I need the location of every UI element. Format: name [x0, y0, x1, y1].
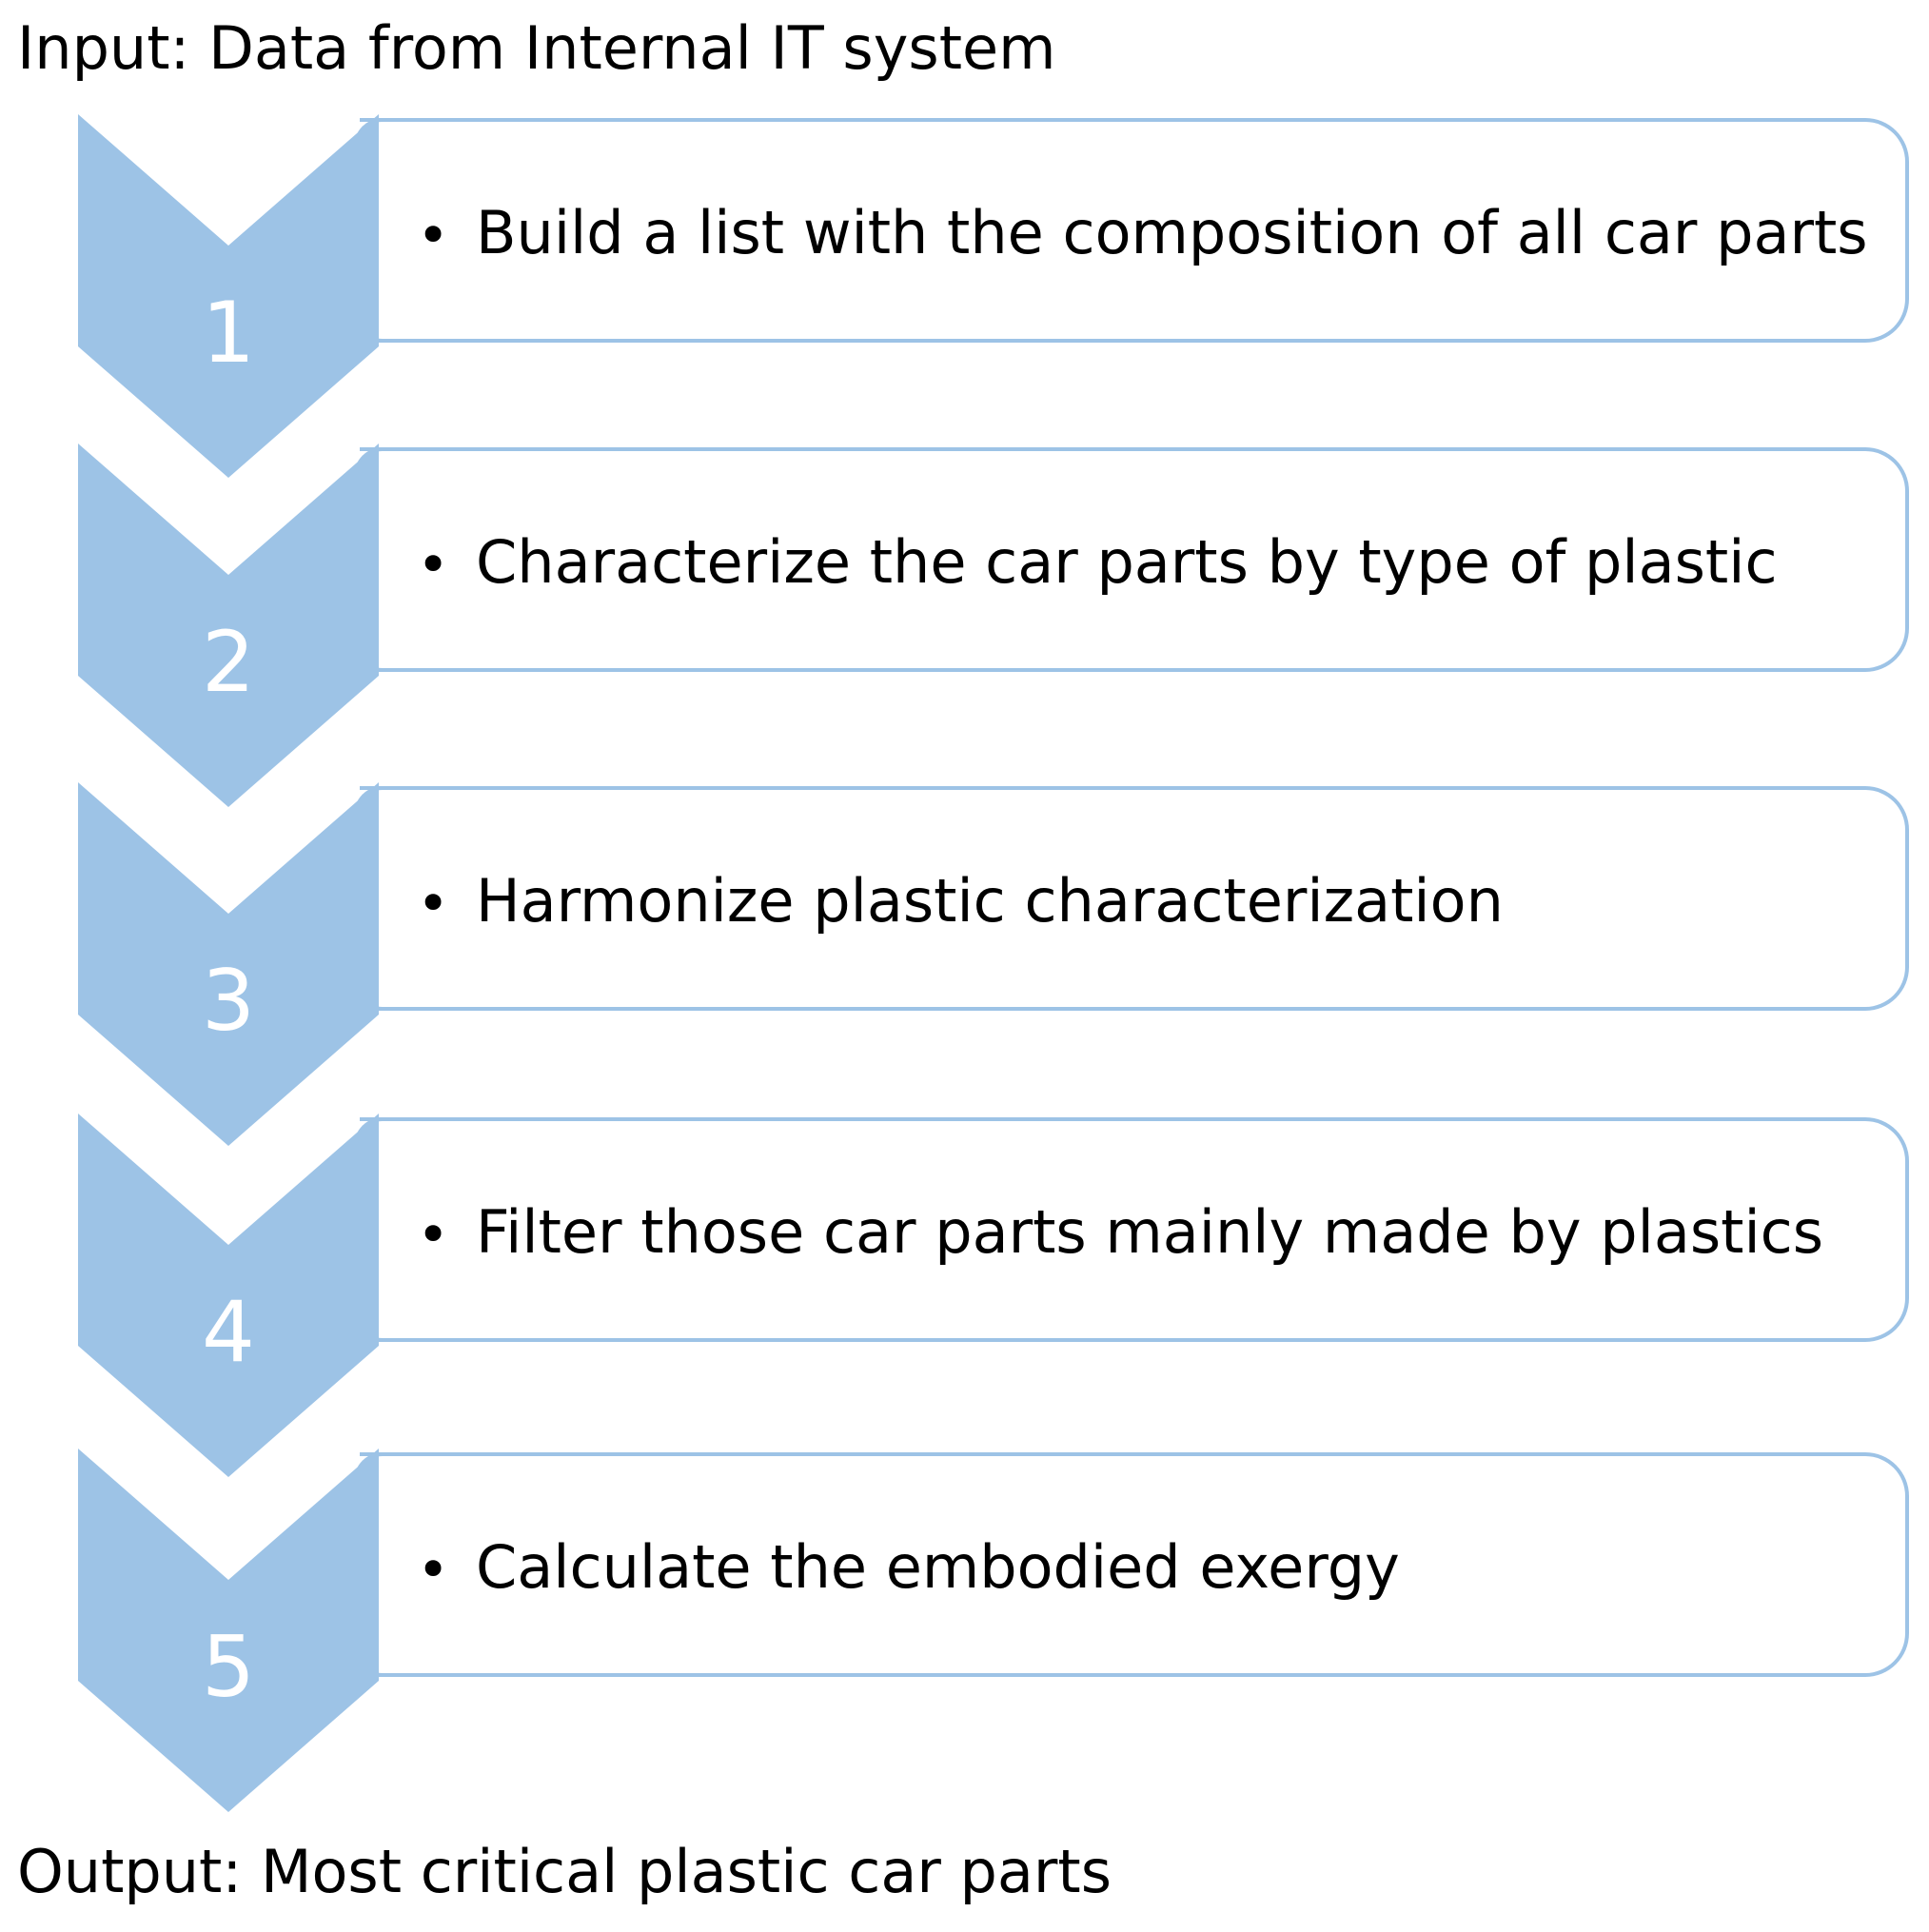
step-2-text: Characterize the car parts by type of pl… [476, 527, 1778, 597]
step-1-chevron [78, 114, 379, 478]
bullet-icon: • [417, 871, 450, 936]
bullet-icon: • [417, 1537, 450, 1602]
bullet-icon: • [417, 532, 450, 597]
step-5-number: 5 [202, 1618, 255, 1716]
step-4-number: 4 [202, 1283, 255, 1381]
step-3-box: • Harmonize plastic characterization [354, 786, 1909, 1011]
step-4-chevron [78, 1114, 379, 1477]
step-5-chevron [78, 1449, 379, 1812]
step-5-text: Calculate the embodied exergy [476, 1532, 1400, 1602]
step-2-box: • Characterize the car parts by type of … [354, 447, 1909, 672]
step-1-box: • Build a list with the composition of a… [354, 118, 1909, 343]
step-2-chevron [78, 444, 379, 807]
step-3-chevron [78, 782, 379, 1146]
output-label: Output: Most critical plastic car parts [17, 1837, 1112, 1906]
input-label: Input: Data from Internal IT system [17, 13, 1056, 83]
step-4-box: • Filter those car parts mainly made by … [354, 1117, 1909, 1342]
bullet-icon: • [417, 203, 450, 267]
bullet-icon: • [417, 1202, 450, 1267]
step-1-number: 1 [202, 284, 255, 382]
step-5-box: • Calculate the embodied exergy [354, 1452, 1909, 1677]
step-2-number: 2 [202, 613, 255, 711]
step-4-text: Filter those car parts mainly made by pl… [476, 1197, 1824, 1267]
step-1-text: Build a list with the composition of all… [476, 198, 1868, 267]
step-3-number: 3 [202, 952, 255, 1050]
step-3-text: Harmonize plastic characterization [476, 866, 1504, 936]
